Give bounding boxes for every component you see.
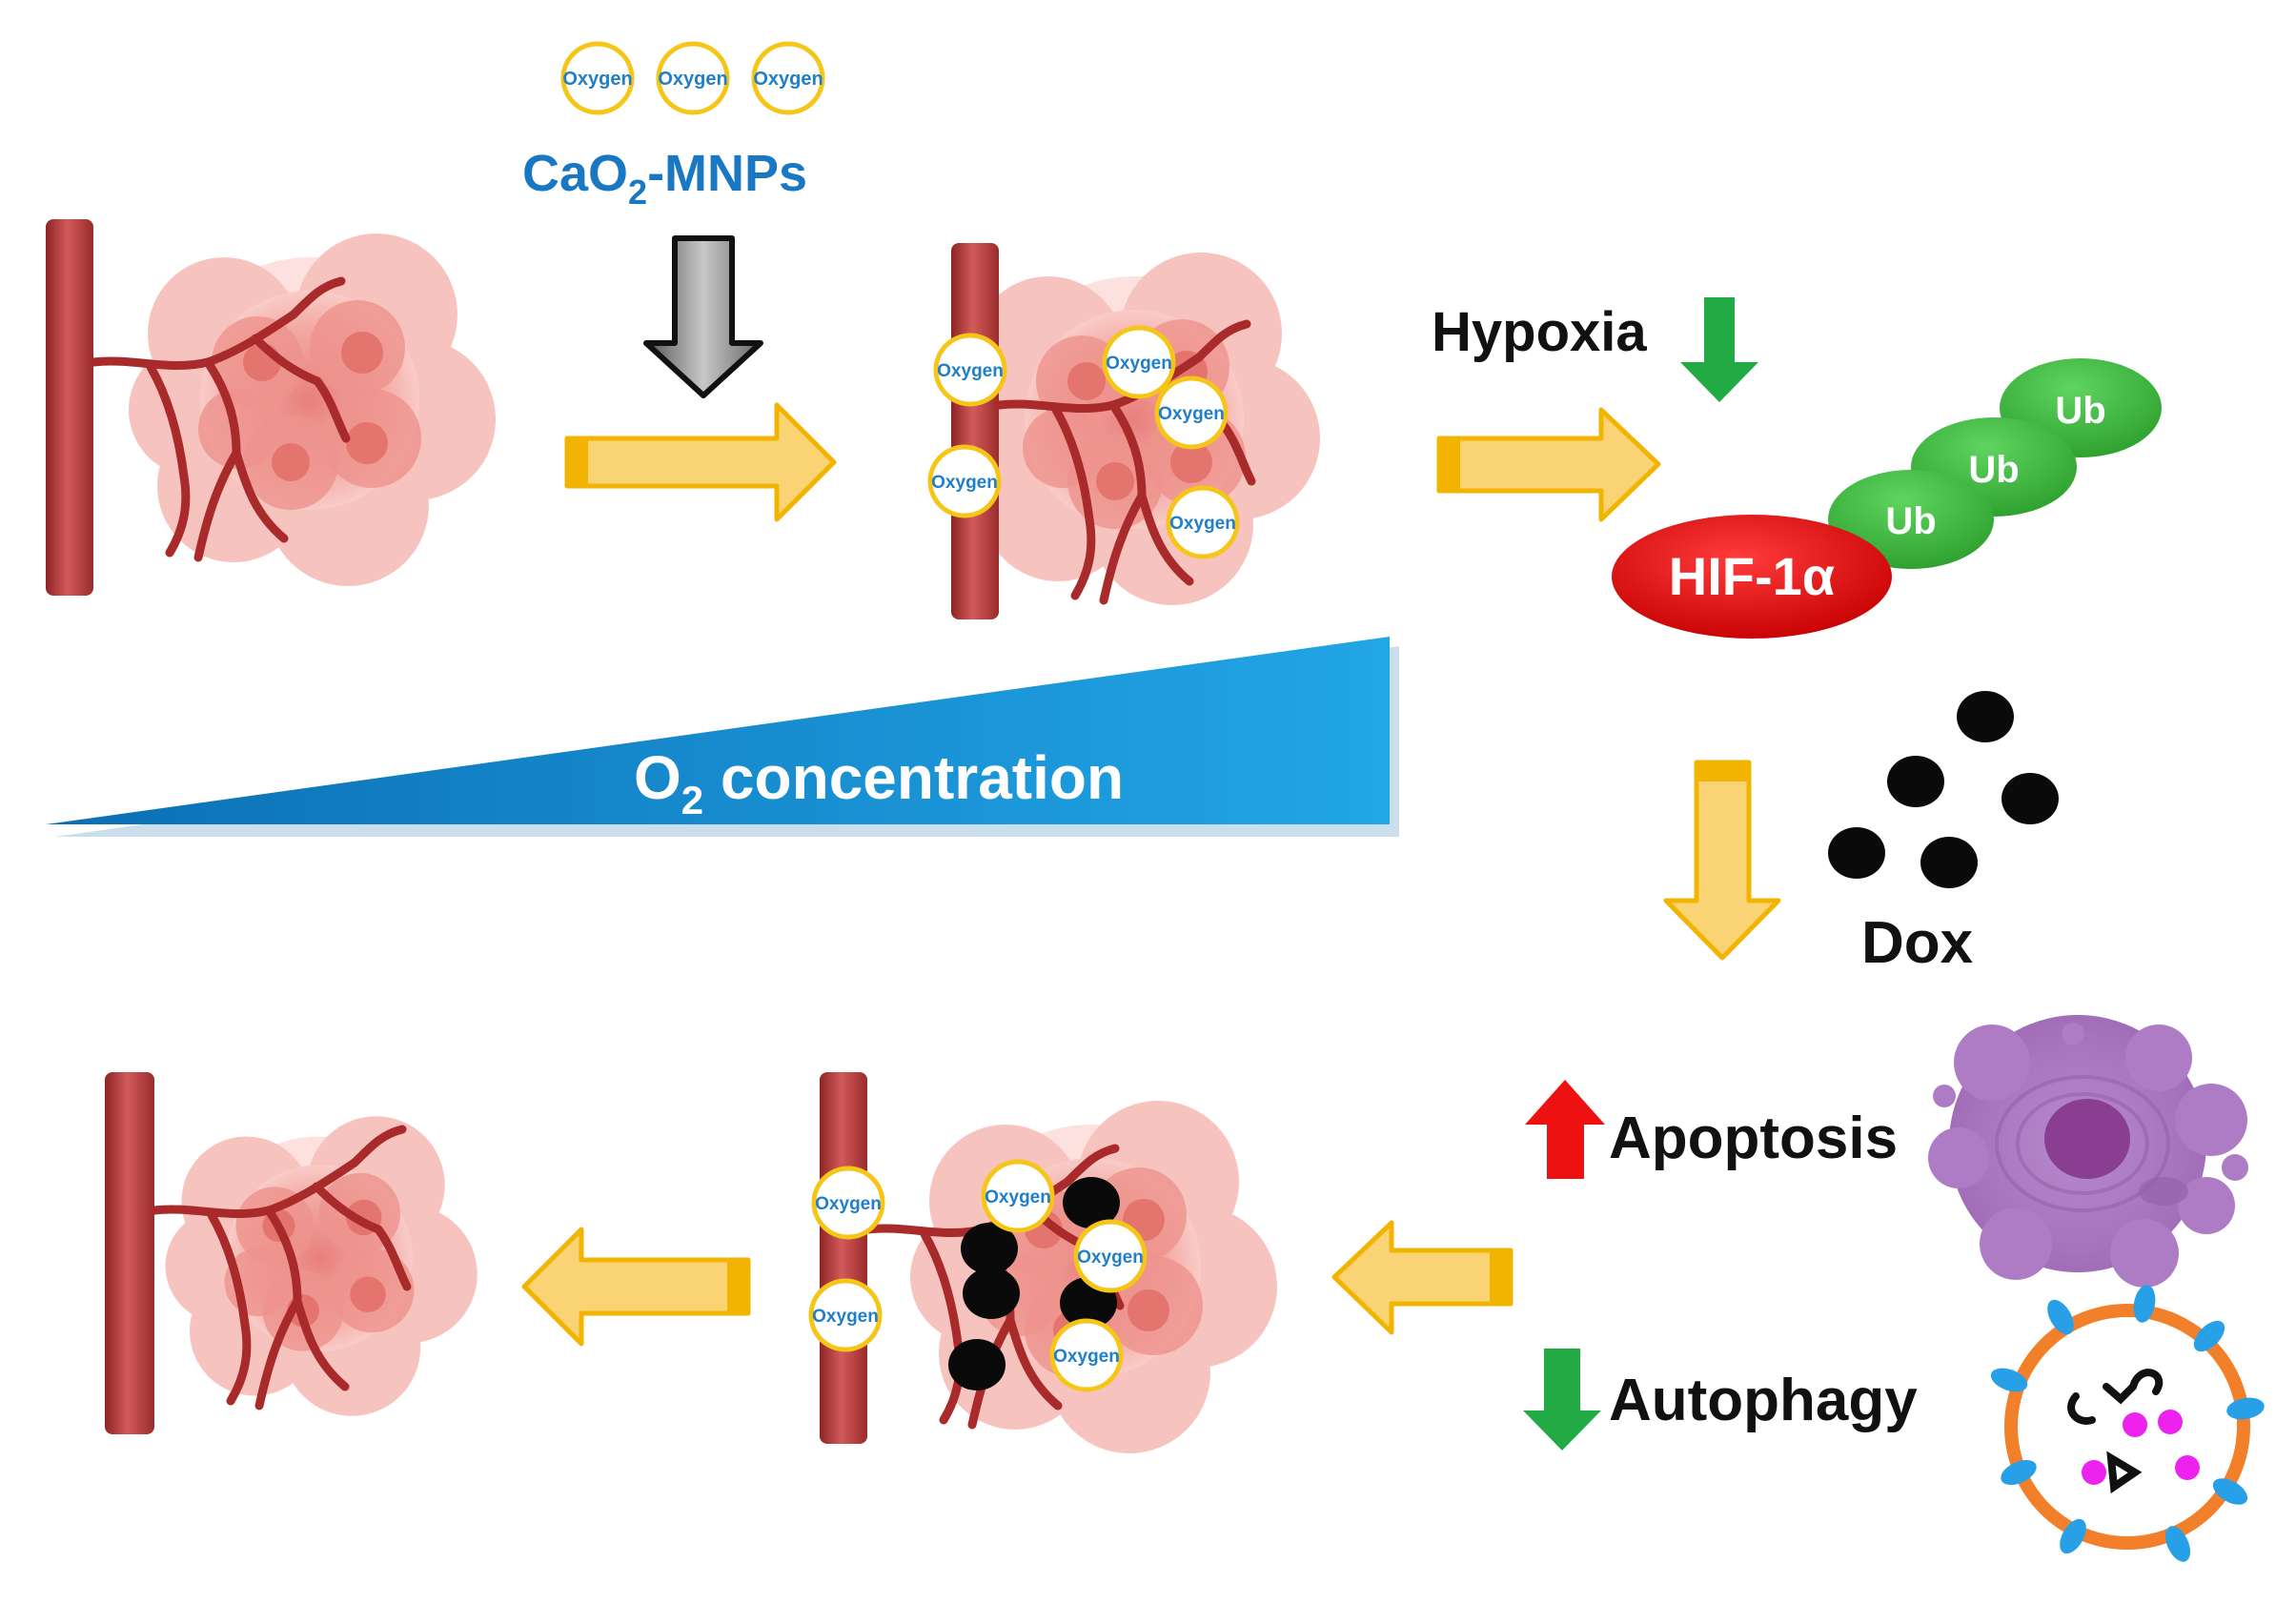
oxygen-bubble-icon: Oxygen — [1157, 378, 1226, 447]
blood-vessel-icon — [820, 1072, 867, 1444]
flow-arrow-icon — [1663, 760, 1781, 961]
tumor-panel-oxygenated: Oxygen Oxygen Oxygen Oxygen Oxygen — [930, 243, 1320, 619]
oxygen-label: Oxygen — [1106, 354, 1172, 374]
ub-label: Ub — [1885, 500, 1936, 542]
dox-particle-icon — [1828, 827, 1885, 879]
up-arrow-icon — [1525, 1080, 1605, 1179]
dox-particle-icon — [963, 1268, 1020, 1319]
ub-label: Ub — [1968, 449, 2019, 491]
apoptosis-label: Apoptosis — [1609, 1106, 1898, 1171]
oxygen-label: Oxygen — [937, 361, 1004, 381]
o2-concentration-wedge: O2 concentration — [46, 637, 1399, 837]
oxygen-bubble-icon: Oxygen — [658, 44, 727, 112]
down-arrow-icon — [643, 235, 763, 398]
tumor-panel-treated: Oxygen Oxygen Oxygen Oxygen Oxygen — [811, 1072, 1277, 1453]
oxygen-label: Oxygen — [753, 69, 823, 90]
dox-cluster — [1828, 691, 2059, 888]
tumor-icon — [129, 233, 496, 586]
dox-particle-icon — [1957, 691, 2014, 742]
autophagosome-icon — [1990, 1285, 2265, 1562]
oxygen-label: Oxygen — [985, 1187, 1051, 1207]
hif-1a-icon — [1612, 515, 1892, 639]
blood-vessel-icon — [46, 219, 93, 596]
oxygen-bubble-icon: Oxygen — [753, 44, 823, 112]
tumor-icon — [165, 1116, 477, 1416]
oxygen-label: Oxygen — [1053, 1347, 1120, 1367]
oxygen-label: Oxygen — [1158, 404, 1225, 424]
oxygen-label: Oxygen — [562, 69, 632, 90]
dox-label: Dox — [1861, 910, 1974, 976]
blood-vessel-icon — [105, 1072, 154, 1434]
tumor-panel-initial — [46, 219, 496, 596]
oxygen-label: Oxygen — [1169, 514, 1236, 534]
down-arrow-icon — [1523, 1349, 1601, 1451]
oxygen-label: Oxygen — [812, 1307, 879, 1327]
oxygen-bubble-icon: Oxygen — [936, 335, 1005, 404]
oxygen-label: Oxygen — [1077, 1248, 1144, 1268]
oxygen-bubble-icon: Oxygen — [1052, 1321, 1121, 1390]
oxygen-bubble-icon: Oxygen — [984, 1162, 1052, 1230]
tumor-icon — [953, 253, 1320, 605]
ubiquitin-chain: Ub Ub Ub — [1828, 358, 2162, 569]
dox-particle-icon — [2001, 773, 2059, 824]
flow-arrow-icon — [1331, 1220, 1514, 1335]
dox-particle-icon — [948, 1339, 1006, 1390]
flow-arrow-icon — [521, 1227, 751, 1347]
cao2-mnps-group: Oxygen Oxygen Oxygen CaO2-MNPs — [522, 44, 823, 212]
oxygen-bubble-icon: Oxygen — [811, 1281, 880, 1349]
flow-arrow-icon — [564, 402, 837, 522]
down-arrow-icon — [1680, 297, 1758, 402]
cao2-mnps-label: CaO2-MNPs — [522, 145, 807, 212]
oxygen-bubble-icon: Oxygen — [1076, 1222, 1145, 1290]
flow-arrow-icon — [1436, 407, 1661, 522]
oxygen-label: Oxygen — [931, 473, 998, 493]
oxygen-label: Oxygen — [815, 1194, 882, 1214]
oxygen-bubble-icon: Oxygen — [930, 447, 999, 516]
oxygen-bubble-icon: Oxygen — [1105, 328, 1173, 396]
ub-label: Ub — [2055, 390, 2105, 432]
blood-vessel-icon — [951, 243, 999, 619]
autophagy-label: Autophagy — [1609, 1368, 1918, 1433]
o2-concentration-label: O2 concentration — [634, 743, 1124, 822]
oxygen-bubble-icon: Oxygen — [1168, 488, 1237, 557]
dox-particle-icon — [1920, 837, 1978, 888]
oxygen-bubble-icon: Oxygen — [562, 44, 632, 112]
oxygen-label: Oxygen — [658, 69, 727, 90]
hypoxia-label: Hypoxia — [1432, 301, 1647, 363]
oxygen-bubble-icon: Oxygen — [814, 1168, 883, 1237]
tumor-panel-reduced — [105, 1072, 477, 1434]
dox-particle-icon — [1887, 756, 1944, 807]
apoptotic-cell-icon — [1928, 1015, 2248, 1288]
hif-1a-label: HIF-1α — [1669, 546, 1835, 606]
